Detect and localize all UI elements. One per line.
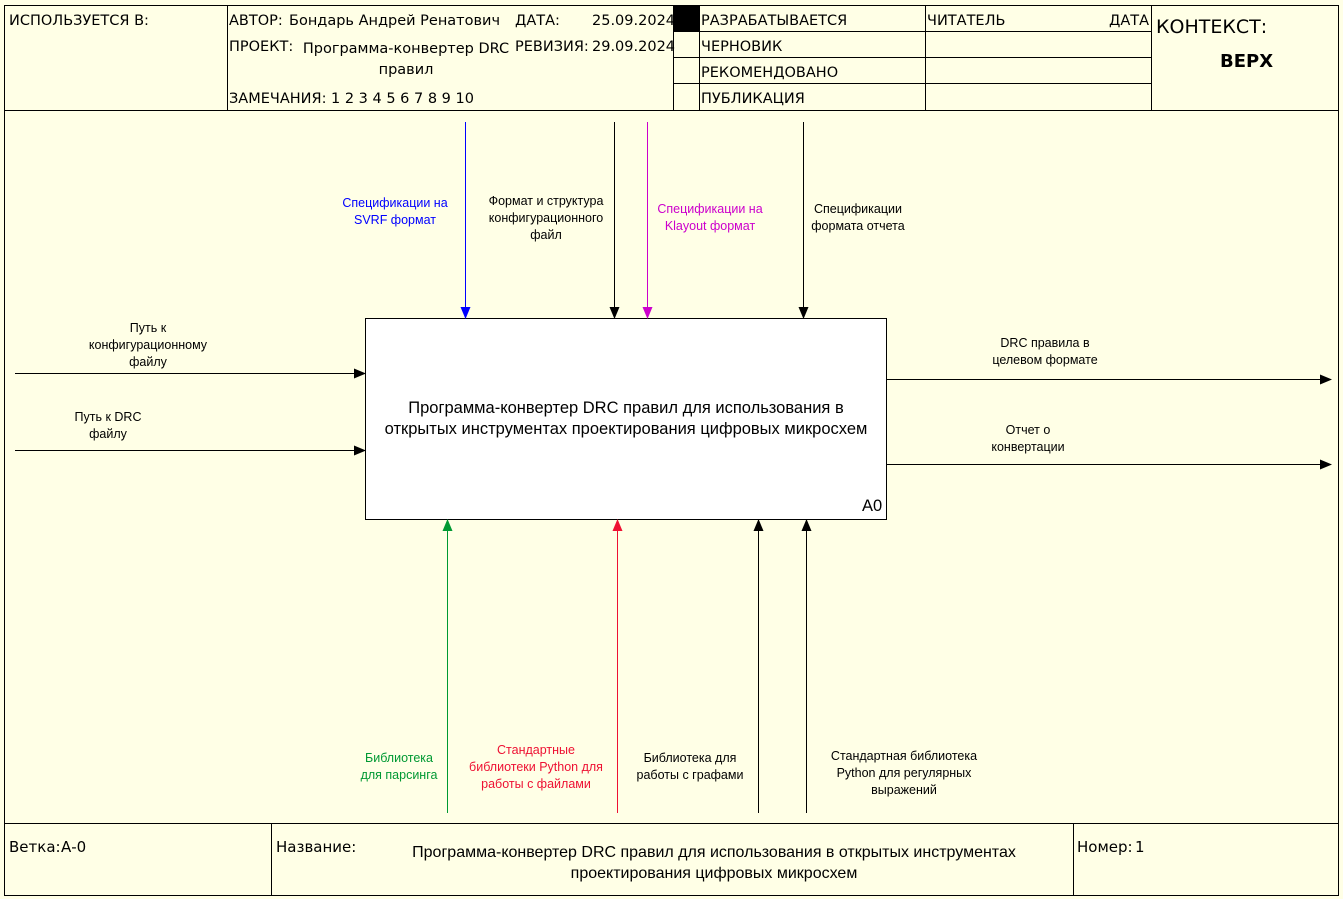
- reader-date-label: ДАТА: [1109, 13, 1150, 29]
- footer-node-value: А-0: [61, 838, 87, 856]
- input-label-config-path[interactable]: Путь к конфигурационному файлу: [78, 320, 218, 371]
- control-label-report-format[interactable]: Спецификации формата отчета: [793, 201, 923, 235]
- outer-frame: [4, 5, 1339, 896]
- mechanism-label-python-file-libs[interactable]: Стандартные библиотеки Python для работы…: [461, 742, 611, 793]
- footer-title: Программа-конвертер DRC правил для испол…: [372, 842, 1056, 884]
- author-label: АВТОР:: [229, 13, 283, 29]
- label-line: Библиотека: [365, 751, 433, 765]
- input-label-drc-path[interactable]: Путь к DRC файлу: [48, 409, 168, 443]
- activity-box-a0[interactable]: [365, 318, 887, 520]
- project-label: ПРОЕКТ:: [229, 39, 294, 55]
- footer-number-value: 1: [1135, 838, 1145, 856]
- mechanism-label-parsing-lib[interactable]: Библиотека для парсинга: [344, 750, 454, 784]
- reader-label: ЧИТАТЕЛЬ: [927, 13, 1006, 29]
- label-line: библиотеки Python для: [469, 760, 603, 774]
- activity-title-line1: Программа-конвертер DRC правил для испол…: [408, 399, 844, 417]
- label-line: целевом формате: [992, 353, 1098, 367]
- label-line: Python для регулярных: [836, 766, 972, 780]
- label-line: файлу: [129, 355, 167, 369]
- author-value: Бондарь Андрей Ренатович: [289, 13, 501, 29]
- label-line: Стандартная библиотека: [830, 749, 978, 763]
- label-line: файлу: [89, 427, 127, 441]
- footer-node-label: Ветка:: [9, 838, 61, 856]
- notes-label: ЗАМЕЧАНИЯ:: [229, 91, 327, 107]
- date-label: ДАТА:: [515, 13, 560, 29]
- label-line: SVRF формат: [354, 213, 436, 227]
- label-line: Отчет о: [1005, 423, 1051, 437]
- used-in-label: ИСПОЛЬЗУЕТСЯ В:: [9, 13, 149, 29]
- label-line: Формат и структура: [488, 194, 604, 208]
- status-marker: [674, 6, 699, 31]
- mechanism-label-graph-lib[interactable]: Библиотека для работы с графами: [625, 750, 755, 784]
- activity-box-title: Программа-конвертер DRC правил для испол…: [366, 319, 886, 519]
- control-label-config-format[interactable]: Формат и структура конфигурационного фай…: [476, 193, 616, 244]
- label-line: Спецификации: [814, 202, 902, 216]
- footer-title-line2: проектирования цифровых микросхем: [570, 865, 858, 882]
- control-label-svrf[interactable]: Спецификации на SVRF формат: [325, 195, 465, 229]
- label-line: работы с файлами: [481, 777, 591, 791]
- label-line: файл: [530, 228, 562, 242]
- mechanism-label-regex-lib[interactable]: Стандартная библиотека Python для регуля…: [814, 748, 994, 799]
- label-line: конвертации: [991, 440, 1065, 454]
- label-line: Спецификации на: [342, 196, 448, 210]
- status-recommended: РЕКОМЕНДОВАНО: [701, 65, 839, 81]
- label-line: DRC правила в: [1000, 336, 1090, 350]
- project-value-line1: Программа-конвертер DRC: [302, 41, 510, 57]
- label-line: конфигурационного: [488, 211, 604, 225]
- output-label-report[interactable]: Отчет о конвертации: [968, 422, 1088, 456]
- footer-number-label: Номер:: [1077, 838, 1133, 856]
- label-line: Библиотека для: [643, 751, 737, 765]
- label-line: для парсинга: [360, 768, 438, 782]
- footer-title-label: Название:: [276, 838, 357, 856]
- project-value-line2: правил: [378, 62, 434, 78]
- label-line: Путь к DRC: [74, 410, 142, 424]
- date-value: 25.09.2024: [592, 13, 676, 29]
- revision-value: 29.09.2024: [592, 39, 676, 55]
- label-line: конфигурационному: [88, 338, 208, 352]
- status-draft: ЧЕРНОВИК: [701, 39, 783, 55]
- context-label: КОНТЕКСТ:: [1156, 16, 1268, 38]
- label-line: формата отчета: [811, 219, 905, 233]
- revision-label: РЕВИЗИЯ:: [515, 39, 589, 55]
- node-id: A0: [862, 497, 883, 515]
- context-value: ВЕРХ: [1220, 51, 1274, 72]
- notes-value: 1 2 3 4 5 6 7 8 9 10: [331, 91, 474, 107]
- label-line: Путь к: [129, 321, 167, 335]
- label-line: работы с графами: [636, 768, 744, 782]
- project-value: Программа-конвертер DRC правил: [302, 39, 510, 81]
- label-line: выражений: [871, 783, 937, 797]
- output-label-drc-rules[interactable]: DRC правила в целевом формате: [975, 335, 1115, 369]
- control-label-klayout[interactable]: Спецификации на Klayout формат: [640, 201, 780, 235]
- label-line: Стандартные: [497, 743, 575, 757]
- status-publication: ПУБЛИКАЦИЯ: [701, 91, 805, 107]
- activity-title-line2: открытых инструментах проектирования циф…: [384, 420, 868, 438]
- status-developing: РАЗРАБАТЫВАЕТСЯ: [701, 13, 848, 29]
- label-line: Klayout формат: [664, 219, 756, 233]
- footer-title-line1: Программа-конвертер DRC правил для испол…: [412, 844, 1016, 861]
- label-line: Спецификации на: [657, 202, 763, 216]
